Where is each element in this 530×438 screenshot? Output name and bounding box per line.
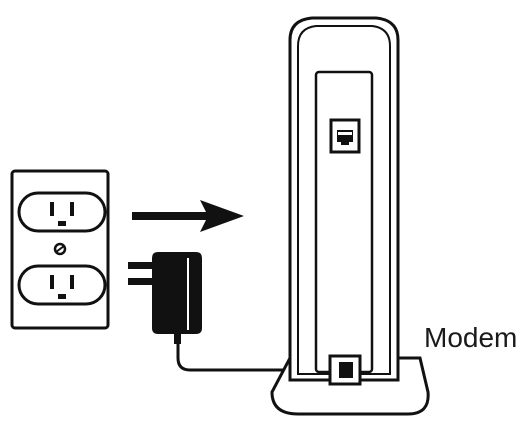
modem-icon (270, 16, 430, 416)
ethernet-port-icon (329, 118, 361, 154)
power-port-icon (328, 354, 362, 386)
wall-outlet-icon (10, 169, 110, 330)
modem-label: Modem (424, 322, 518, 353)
power-cable (176, 344, 345, 372)
arrow-right-icon (132, 200, 244, 232)
power-adapter-icon (128, 252, 202, 344)
